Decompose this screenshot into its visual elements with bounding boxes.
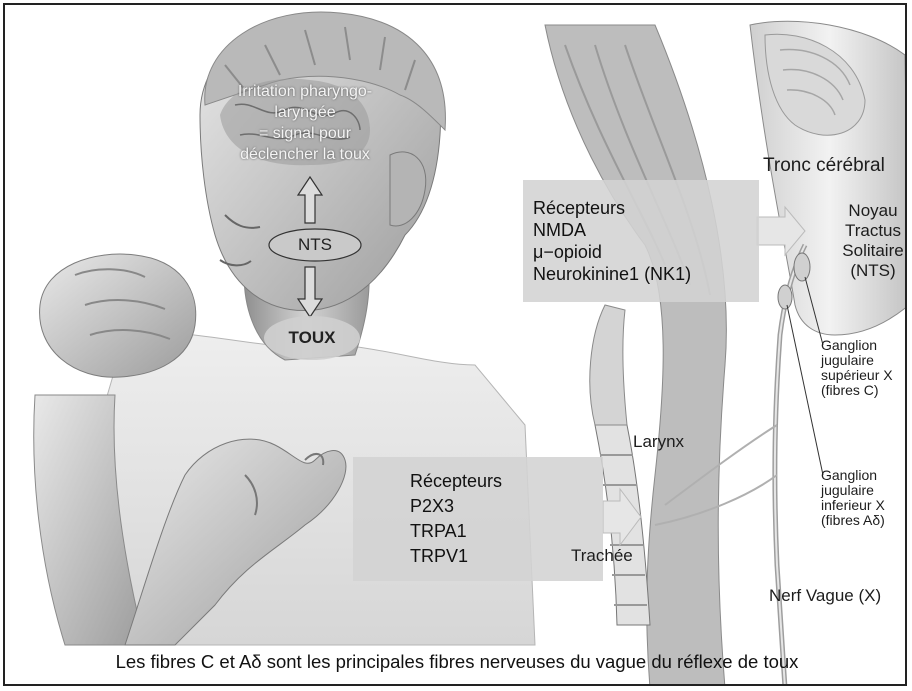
ganglion-inferior-label: Ganglion jugulaire inferieur X (fibres A… (821, 468, 885, 528)
ganglion-superior-label: Ganglion jugulaire supérieur X (fibres C… (821, 338, 893, 398)
irritation-line-4: déclencher la toux (205, 144, 405, 165)
irritation-line-3: = signal pour (205, 123, 405, 144)
receptors-bottom-line-2: P2X3 (410, 494, 590, 519)
ganglion-inferior (778, 285, 792, 309)
receptors-top-line-1: Récepteurs (533, 197, 763, 219)
noyau-line-2: Tractus (823, 221, 907, 241)
ganglion-sup-line-1: Ganglion (821, 338, 893, 353)
ganglion-inf-line-4: (fibres Aδ) (821, 513, 885, 528)
figure-caption: Les fibres C et Aδ sont les principales … (5, 651, 907, 673)
receptors-top-line-2: NMDA (533, 219, 763, 241)
irritation-line-1: Irritation pharyngo- (205, 81, 405, 102)
noyau-line-1: Noyau (823, 201, 907, 221)
ganglion-sup-line-3: supérieur X (821, 368, 893, 383)
larynx-label: Larynx (633, 431, 684, 452)
noyau-label: Noyau Tractus Solitaire (NTS) (823, 201, 907, 281)
receptors-top-line-3: μ−opioid (533, 241, 763, 263)
receptors-bottom-line-4: TRPV1 (410, 544, 590, 569)
receptors-bottom-list: Récepteurs P2X3 TRPA1 TRPV1 (410, 461, 590, 577)
figure-frame: Irritation pharyngo- laryngée = signal p… (3, 3, 907, 686)
fist (40, 254, 196, 377)
receptors-top-line-4: Neurokinine1 (NK1) (533, 263, 763, 285)
ganglion-sup-line-2: jugulaire (821, 353, 893, 368)
receptors-bottom-line-3: TRPA1 (410, 519, 590, 544)
ganglion-sup-line-4: (fibres C) (821, 383, 893, 398)
toux-label: TOUX (267, 323, 357, 353)
nerf-vague-label: Nerf Vague (X) (769, 585, 881, 606)
ganglion-superior (794, 253, 810, 281)
ganglion-inf-line-2: jugulaire (821, 483, 885, 498)
nts-label: NTS (275, 231, 355, 259)
irritation-line-2: laryngée (205, 102, 405, 123)
receptors-bottom-line-1: Récepteurs (410, 469, 590, 494)
ganglion-inf-line-3: inferieur X (821, 498, 885, 513)
irritation-text: Irritation pharyngo- laryngée = signal p… (205, 81, 405, 165)
ganglion-inf-line-1: Ganglion (821, 468, 885, 483)
noyau-line-3: Solitaire (823, 241, 907, 261)
tronc-label: Tronc cérébral (763, 155, 885, 176)
noyau-line-4: (NTS) (823, 261, 907, 281)
receptors-top-list: Récepteurs NMDA μ−opioid Neurokinine1 (N… (533, 185, 763, 297)
trachee-label: Trachée (571, 545, 633, 566)
anatomy-illustration (5, 5, 907, 686)
